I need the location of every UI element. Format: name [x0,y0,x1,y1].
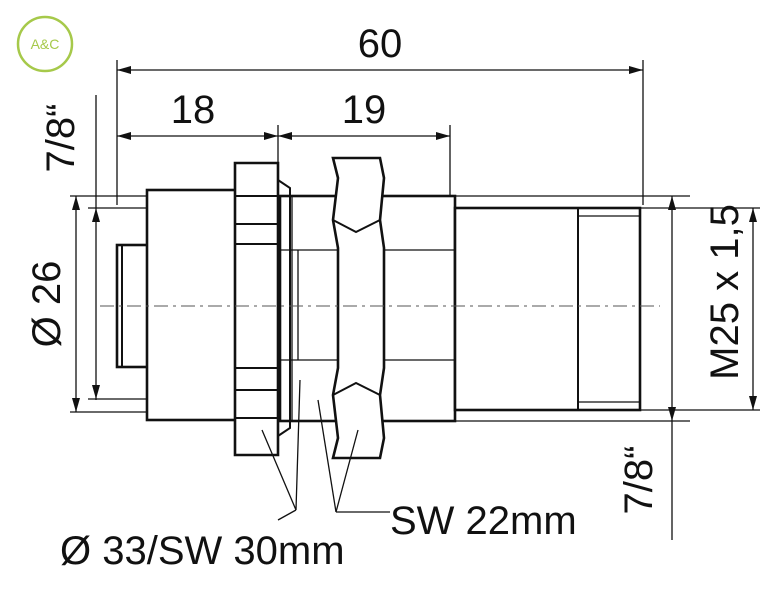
dimension-label-thread-left: 7/8“ [39,104,83,173]
arrow-head [668,196,676,210]
arrow-head [117,132,131,140]
callout-label-sw22: SW 22mm [390,499,577,543]
dimension-label-60: 60 [358,22,403,66]
front-thread [453,206,642,412]
leader-line [335,429,359,513]
company-logo: A&C [16,15,74,73]
dimension-right-vertical: M25 x 1,5 7/8“ [455,195,760,540]
connector-body [100,156,660,460]
arrow-head [92,208,100,222]
dimension-label-18: 18 [171,88,216,132]
dimension-left-vertical: Ø 26 7/8“ [25,95,148,413]
leader-line [261,429,297,511]
dimension-label-d26: Ø 26 [25,261,69,348]
arrow-head [749,208,757,222]
logo-text: A&C [31,36,60,52]
dimension-label-19: 19 [342,88,387,132]
dimension-label-thread-right: 7/8“ [617,446,661,515]
arrow-head [668,407,676,421]
flange-chamfer [277,179,291,437]
logo-ring [16,15,74,73]
dimension-partial: 18 19 [117,88,451,200]
arrow-head [117,66,131,74]
leader-line [295,379,301,511]
dimension-label-m25: M25 x 1,5 [703,204,747,380]
callouts: SW 22mm Ø 33/SW 30mm [60,379,577,573]
locking-nut-ridge [332,381,381,396]
arrow-head [72,196,80,210]
dimension-overall: 60 [116,22,644,205]
arrow-head [264,132,278,140]
arrow-head [629,66,643,74]
flange-hex-nut [233,161,280,457]
arrow-head [92,385,100,399]
leader-line [317,399,337,513]
arrow-head [72,398,80,412]
leader-line [277,509,297,521]
arrow-head [436,132,450,140]
locking-nut-ridge [332,219,381,234]
rear-body [145,188,241,422]
arrow-head [749,396,757,410]
arrow-head [278,132,292,140]
locking-hex-nut [331,156,386,460]
callout-label-d33-sw30: Ø 33/SW 30mm [60,529,345,573]
